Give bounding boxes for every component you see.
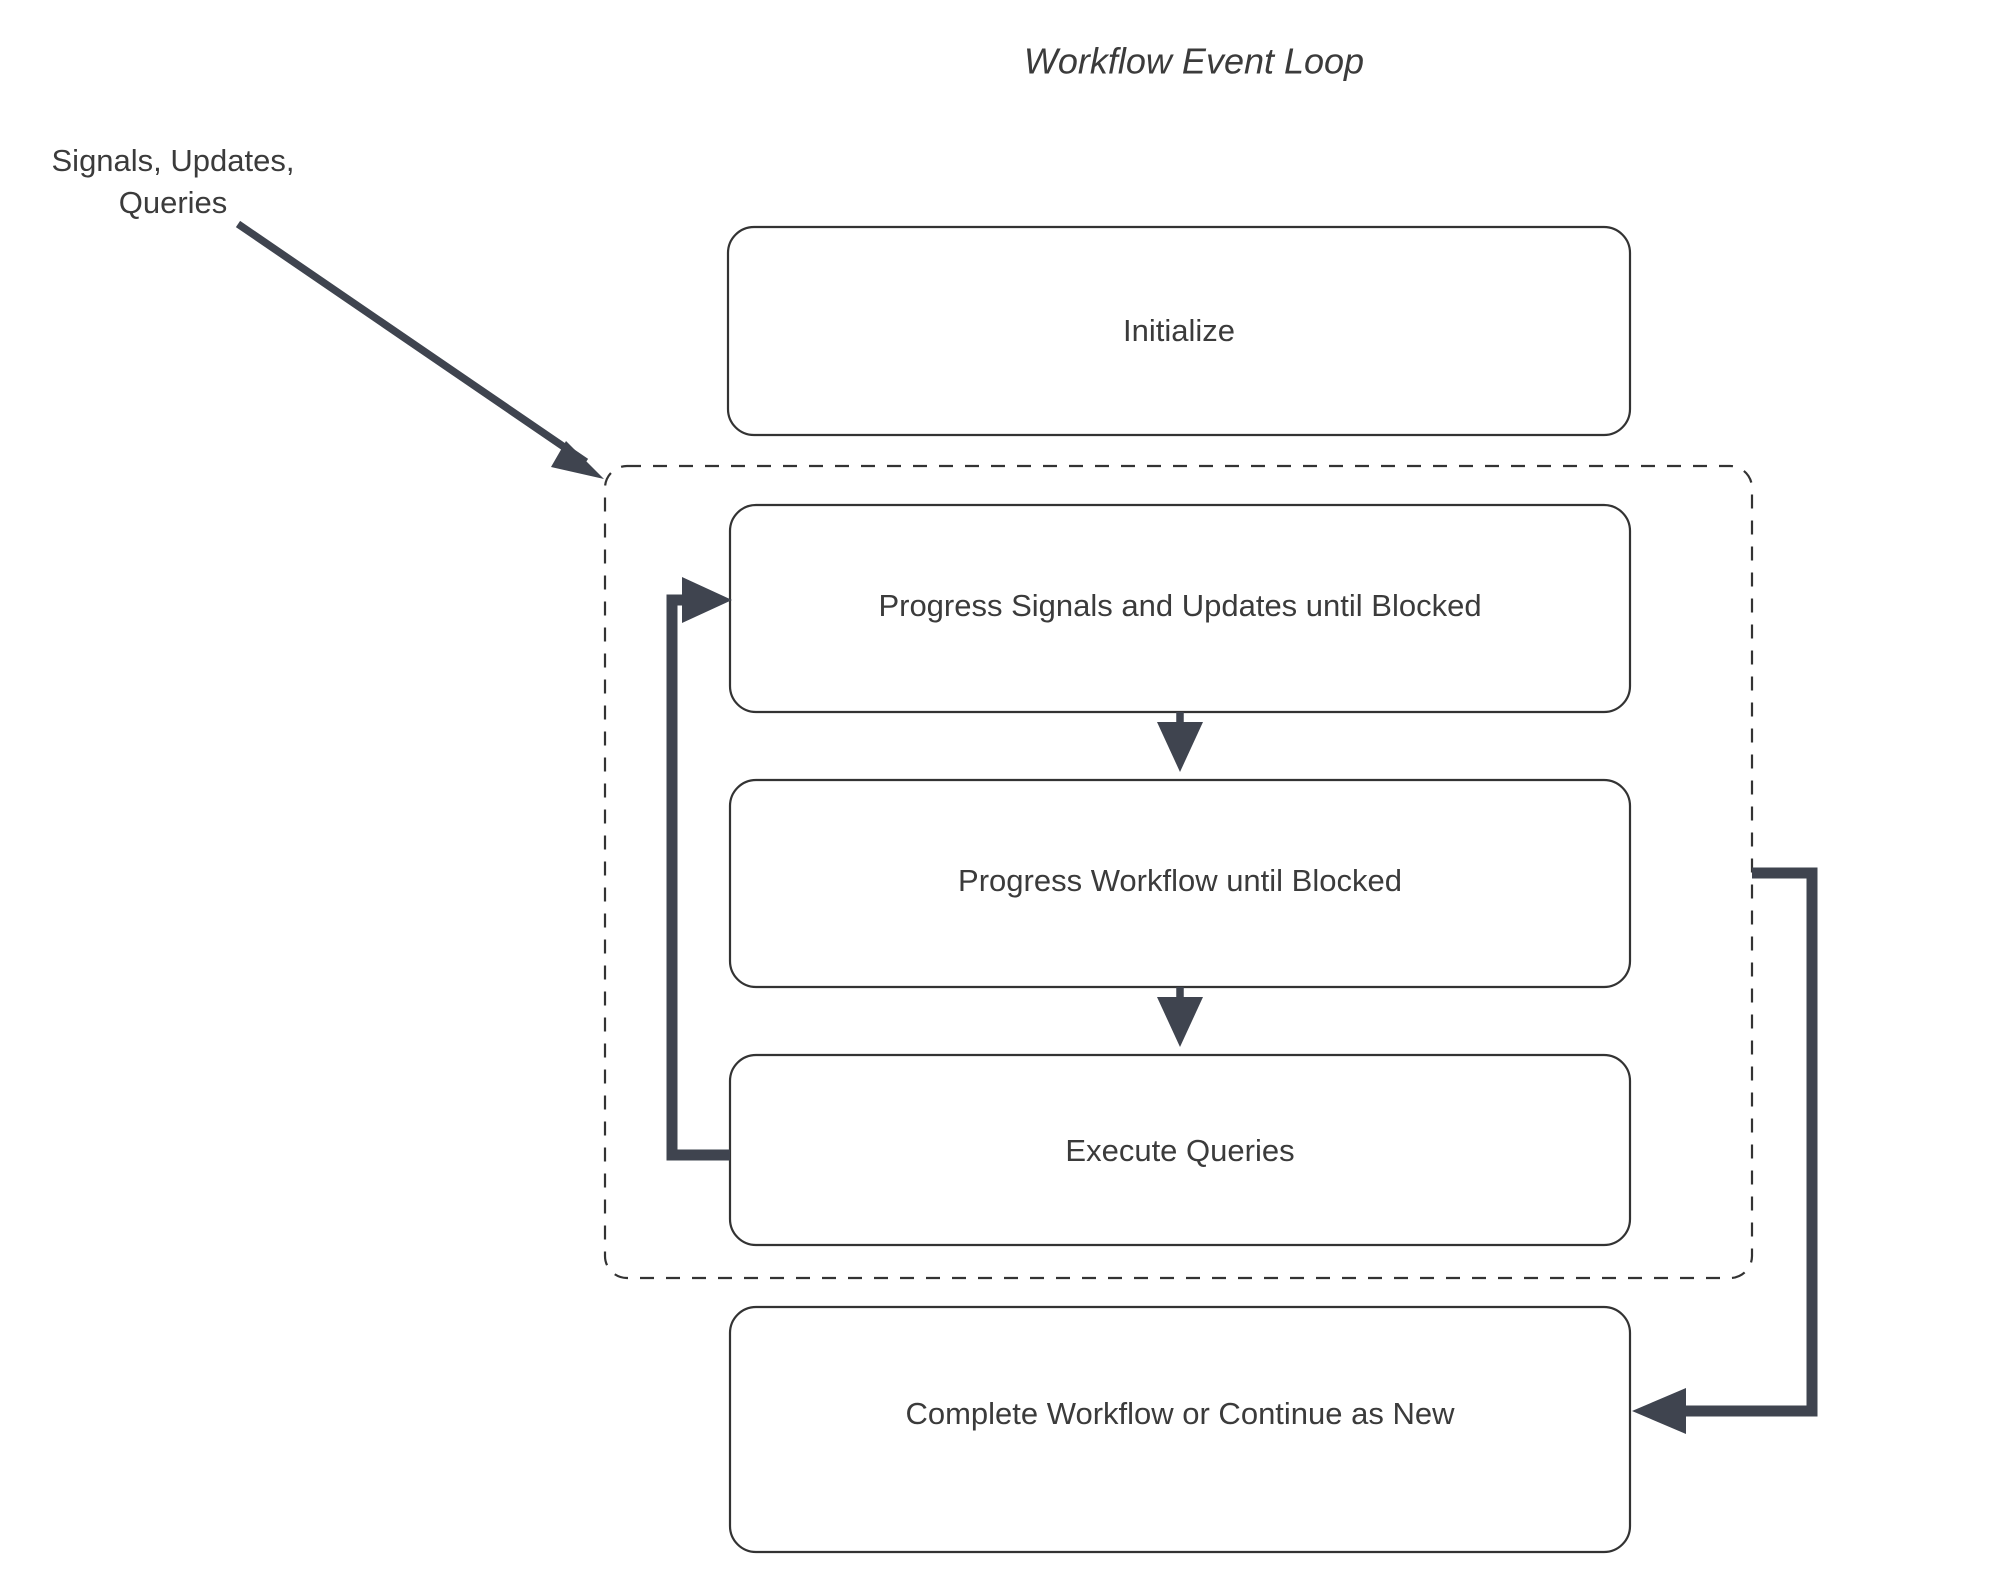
node-progress-signals[interactable]: Progress Signals and Updates until Block… — [728, 503, 1632, 714]
node-execute-queries[interactable]: Execute Queries — [728, 1053, 1632, 1247]
node-progress-workflow[interactable]: Progress Workflow until Blocked — [728, 778, 1632, 989]
edge-external-input-to-event-loop — [235, 220, 604, 479]
edge-progress-workflow-to-execute-queries — [1157, 987, 1203, 1047]
node-complete-workflow[interactable]: Complete Workflow or Continue as New — [728, 1305, 1632, 1554]
node-complete-workflow-label: Complete Workflow or Continue as New — [905, 1396, 1455, 1431]
edge-event-loop-to-complete-workflow — [1632, 867, 1818, 1434]
node-initialize-label: Initialize — [1123, 313, 1235, 348]
node-initialize[interactable]: Initialize — [726, 225, 1632, 437]
arrow-head-icon — [1157, 997, 1203, 1047]
node-progress-signals-label: Progress Signals and Updates until Block… — [878, 588, 1481, 623]
edge-execute-queries-to-progress-signals — [666, 577, 732, 1161]
arrow-head-icon — [551, 441, 604, 479]
external-input-label-line1: Signals, Updates, — [52, 143, 295, 178]
node-execute-queries-label: Execute Queries — [1065, 1133, 1294, 1168]
external-input-label-line2: Queries — [119, 185, 228, 220]
edge-progress-signals-to-progress-workflow — [1157, 712, 1203, 772]
diagram-title: Workflow Event Loop — [1024, 41, 1364, 82]
arrow-head-icon — [1632, 1388, 1686, 1434]
node-progress-workflow-label: Progress Workflow until Blocked — [958, 863, 1402, 898]
arrow-head-icon — [682, 577, 732, 623]
arrow-head-icon — [1157, 722, 1203, 772]
